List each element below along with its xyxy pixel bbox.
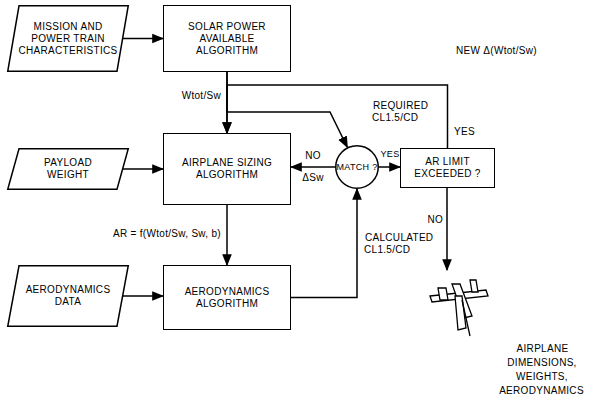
label-text: YES [453, 126, 476, 137]
edge-label: AR = f(Wtot/Sw, Sw, b) [20, 228, 222, 240]
label-text: NO [426, 214, 444, 225]
decision-circle: MATCH ? [335, 145, 379, 189]
node-label: AERODYNAMICS ALGORITHM [170, 286, 284, 310]
label-text: ΔSw [301, 172, 324, 183]
branch-label: YES [453, 126, 483, 138]
flow-arrow [123, 168, 163, 170]
edge-label: CALCULATED CL1.5/CD [364, 232, 454, 256]
flow-arrow [123, 295, 163, 297]
edge-label: YES [379, 148, 401, 160]
flow-arrow [226, 205, 228, 265]
edge-label-text: AR = f(Wtot/Sw, Sw, b) [112, 228, 222, 239]
input-parallelogram: AERODYNAMICS DATA [7, 265, 129, 327]
process-box: SOLAR POWER AVAILABLE ALGORITHM [163, 5, 291, 72]
node-label: MISSION AND POWER TRAIN CHARACTERISTICS [19, 21, 118, 57]
node-label: SOLAR POWER AVAILABLE ALGORITHM [170, 21, 284, 57]
flow-arrow [123, 38, 163, 40]
edge-label-text: YES [380, 149, 401, 159]
node-label: AERODYNAMICS DATA [23, 284, 113, 308]
flow-arrow [379, 166, 400, 168]
edge-label-text: CALCULATED CL1.5/CD [364, 232, 433, 255]
edge-label-text: Wtot/Sw [181, 90, 222, 101]
flow-arrow [291, 166, 335, 168]
branch-label: NO [424, 214, 444, 226]
airplane-icon [430, 280, 488, 336]
output-arrow [446, 188, 448, 270]
node-label: PAYLOAD WEIGHT [23, 157, 113, 181]
input-parallelogram: PAYLOAD WEIGHT [7, 148, 129, 190]
decision-box: AR LIMIT EXCEEDED ? [400, 148, 495, 188]
edge-label-text: NO [304, 150, 322, 161]
edge-label: NEW Δ(Wtot/Sw) [455, 45, 555, 57]
process-box: AIRPLANE SIZING ALGORITHM [163, 133, 291, 205]
edge-label: REQUIRED CL1.5/CD [372, 100, 442, 124]
input-parallelogram: MISSION AND POWER TRAIN CHARACTERISTICS [7, 5, 129, 72]
process-box: AERODYNAMICS ALGORITHM [163, 265, 291, 330]
flow-arrow [291, 189, 357, 298]
edge-label-text: NEW Δ(Wtot/Sw) [455, 45, 538, 56]
edge-label: NO [295, 150, 331, 162]
edge-label: Wtot/Sw [170, 90, 222, 102]
edge-label-text: REQUIRED CL1.5/CD [372, 100, 428, 123]
node-label: AIRPLANE SIZING ALGORITHM [170, 157, 284, 181]
output-label: AIRPLANE DIMENSIONS, WEIGHTS, AERODYNAMI… [486, 342, 598, 398]
node-label: MATCH ? [337, 162, 378, 172]
node-label: AR LIMIT EXCEEDED ? [407, 156, 488, 180]
delta-label: ΔSw [295, 172, 331, 184]
label-text: AIRPLANE DIMENSIONS, WEIGHTS, AERODYNAMI… [499, 343, 585, 396]
